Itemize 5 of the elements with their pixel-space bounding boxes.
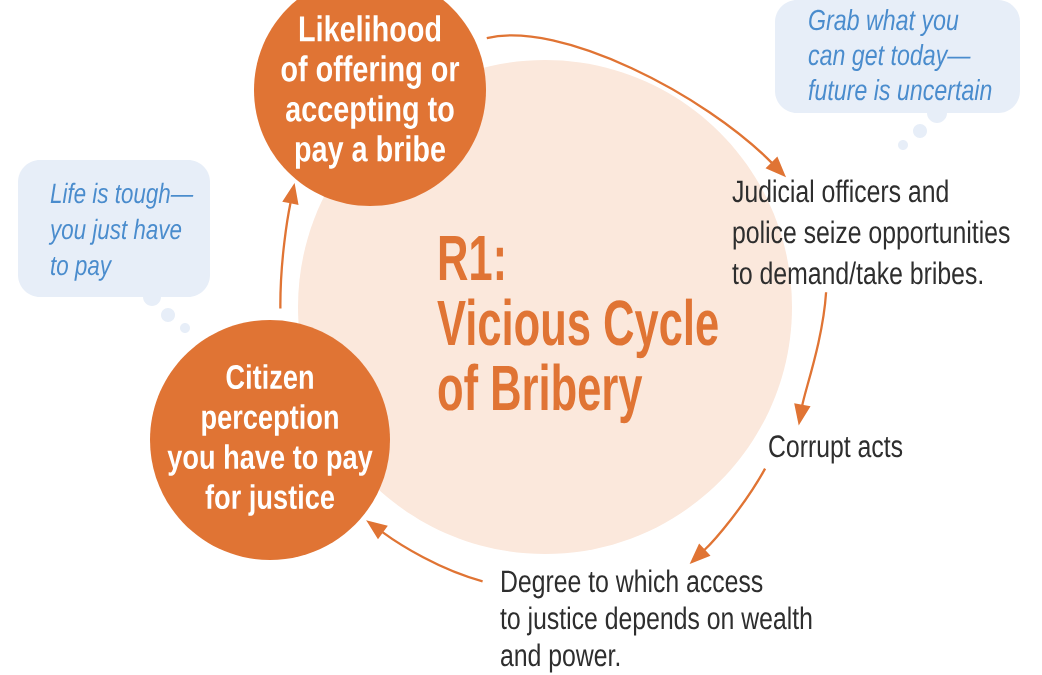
thought-bubble: Grab what you can get today—future is uncertain — [775, 0, 1020, 123]
step-text: Degree to which access to justice depends on wealth and power. — [500, 569, 812, 673]
step-text: Judicial officers and police seize opportunities to demand/take bribes. — [732, 179, 1010, 285]
step-text: Corrupt acts — [769, 435, 903, 464]
thought-bubble: Life is tough—you just have to pay — [18, 160, 210, 306]
